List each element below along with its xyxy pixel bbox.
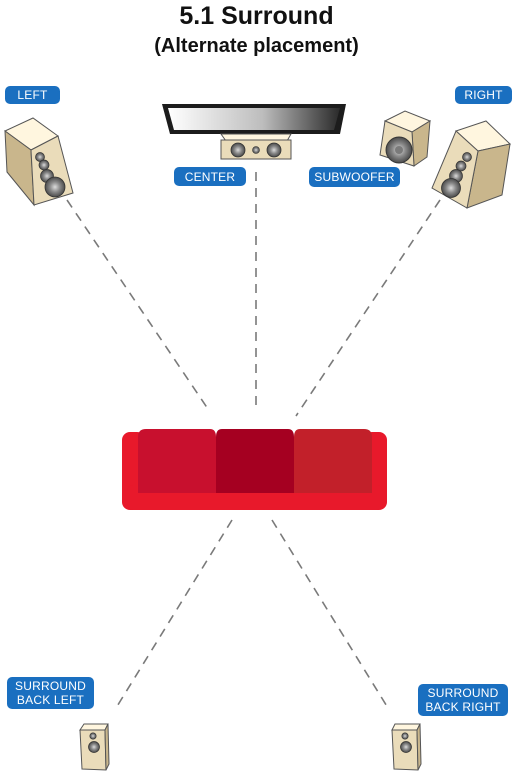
- subwoofer-icon: [379, 110, 432, 167]
- label-surround-back-left: SURROUND BACK LEFT: [7, 677, 94, 709]
- guide-line-right: [295, 199, 441, 417]
- label-right: RIGHT: [455, 86, 512, 104]
- label-subwoofer: SUBWOOFER: [309, 167, 400, 187]
- label-center: CENTER: [174, 167, 246, 186]
- label-left: LEFT: [5, 86, 60, 104]
- tv-icon: [162, 104, 346, 134]
- diagram-subtitle: (Alternate placement): [154, 35, 359, 57]
- guide-line-left: [66, 199, 211, 413]
- right-speaker-icon: [431, 120, 512, 209]
- guide-line-back-left: [115, 519, 233, 709]
- guide-lines: [66, 172, 441, 709]
- surround-back-right-speaker-icon: [391, 723, 422, 771]
- left-speaker-icon: [4, 117, 74, 207]
- surround-back-left-speaker-icon: [79, 723, 110, 771]
- diagram-title: 5.1 Surround: [179, 2, 334, 30]
- sofa-icon: [122, 429, 387, 510]
- center-speaker-icon: [220, 133, 292, 160]
- guide-line-back-right: [271, 519, 389, 709]
- label-surround-back-right: SURROUND BACK RIGHT: [418, 684, 508, 716]
